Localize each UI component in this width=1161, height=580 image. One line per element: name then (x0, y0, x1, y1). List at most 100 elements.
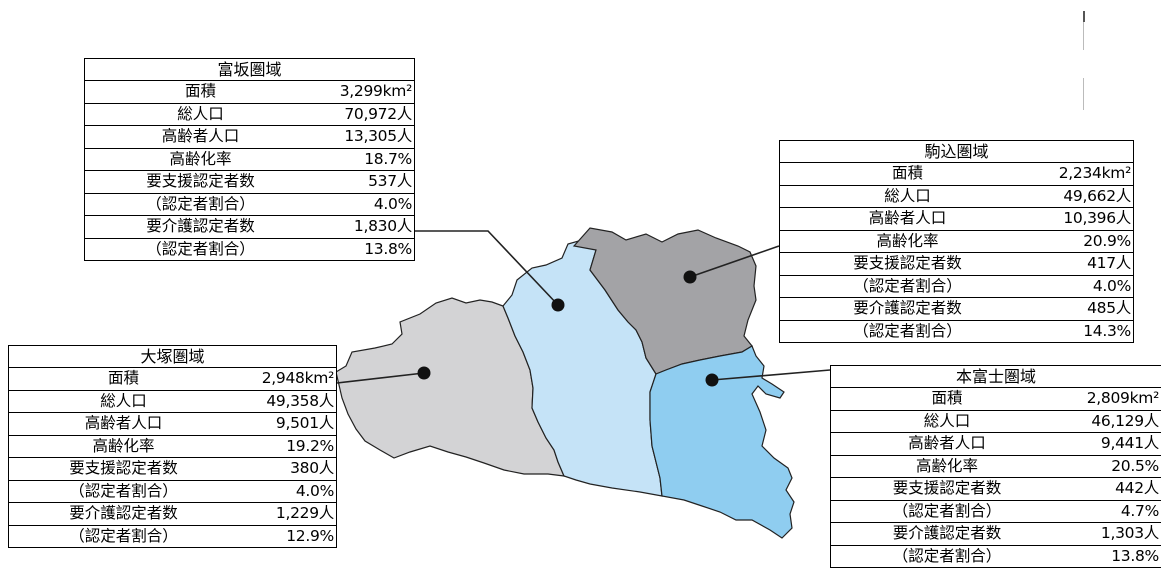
row-value: 2,234km² (1058, 164, 1132, 182)
table-row: 高齢者人口 9,501人 (9, 412, 336, 435)
table-row: 高齢化率 20.5% (831, 454, 1161, 478)
row-value: 20.5% (1111, 456, 1159, 475)
table-row: 面積 2,234km² (780, 163, 1133, 185)
row-value: 13.8% (1111, 546, 1159, 565)
table-row: 要支援認定者数 537人 (85, 170, 414, 193)
row-label: 要支援認定者数 (892, 479, 1002, 497)
row-value: 4.0% (1092, 276, 1131, 295)
row-value: 4.0% (295, 481, 334, 500)
region-komagome[interactable] (572, 227, 757, 375)
row-label: 総人口 (177, 104, 224, 123)
row-label: （認定者割合） (853, 321, 962, 340)
table-row: （認定者割合）4.0% (85, 192, 414, 216)
table-row: 総人口 49,662人 (780, 184, 1133, 208)
table-row: （認定者割合） 13.8% (85, 237, 414, 261)
row-label: 総人口 (923, 411, 971, 430)
row-label: 高齢者人口 (161, 127, 240, 145)
row-value: 2,948km² (261, 369, 335, 387)
marker-komagome (683, 270, 697, 284)
row-label: （認定者割合） (69, 481, 178, 500)
table-row: （認定者割合）4.7% (831, 499, 1161, 523)
row-label: 高齢者人口 (908, 434, 986, 452)
table-row: （認定者割合） 12.9% (9, 524, 336, 548)
row-value: 49,358人 (266, 391, 334, 410)
marker-otsuka (417, 366, 431, 380)
row-label: 面積 (931, 389, 963, 407)
row-value: 49,662人 (1063, 186, 1131, 205)
edge-line-lower (1083, 78, 1084, 110)
row-value: 1,229人 (275, 504, 334, 522)
table-row: 高齢化率 20.9% (780, 229, 1133, 253)
table-row: 高齢者人口 10,396人 (780, 207, 1133, 230)
row-value: 9,441人 (1100, 434, 1159, 452)
region-honfuji[interactable] (649, 345, 795, 539)
row-label: 要介護認定者数 (146, 217, 255, 235)
row-value: 13.8% (364, 239, 412, 258)
row-value: 442人 (1115, 479, 1159, 497)
row-label: 要支援認定者数 (853, 254, 962, 272)
row-label: 高齢化率 (169, 149, 232, 168)
table-row: 要介護認定者数 1,229人 (9, 502, 336, 525)
row-value: 1,303人 (1100, 524, 1159, 542)
row-value: 537人 (368, 172, 412, 190)
row-value: 9,501人 (275, 414, 334, 432)
row-label: 高齢化率 (876, 231, 939, 250)
table-row: 面積 2,809km² (831, 388, 1161, 410)
row-value: 2,809km² (1086, 389, 1160, 407)
row-value: 12.9% (286, 526, 334, 545)
row-label: 要介護認定者数 (69, 504, 178, 522)
row-value: 380人 (290, 459, 334, 477)
table-row: 高齢者人口 9,441人 (831, 432, 1161, 455)
region-title: 富坂圏域 (85, 59, 414, 81)
row-label: 要支援認定者数 (69, 459, 178, 477)
row-value: 3,299km² (339, 82, 413, 100)
region-title: 本富士圏域 (831, 366, 1161, 388)
row-label: 高齢化率 (915, 456, 978, 475)
table-row: （認定者割合）13.8% (831, 544, 1161, 568)
row-label: 面積 (107, 369, 139, 387)
row-value: 4.0% (373, 194, 412, 213)
table-row: （認定者割合） 4.0% (780, 274, 1133, 298)
region-title: 大塚圏域 (9, 346, 336, 368)
table-row: （認定者割合）14.3% (780, 319, 1133, 343)
row-label: 高齢者人口 (84, 414, 163, 432)
edge-line-upper (1083, 22, 1084, 50)
row-value: 1,830人 (353, 217, 412, 235)
table-row: 要支援認定者数 380人 (9, 457, 336, 480)
row-label: 面積 (891, 164, 923, 182)
row-value: 13,305人 (344, 127, 412, 145)
table-row: （認定者割合） 4.0% (9, 479, 336, 503)
row-value: 10,396人 (1063, 209, 1131, 227)
row-label: （認定者割合） (69, 526, 178, 545)
row-label: 総人口 (884, 186, 931, 205)
row-label: （認定者割合） (853, 276, 962, 295)
row-label: （認定者割合） (146, 239, 255, 258)
table-row: 要支援認定者数 442人 (831, 477, 1161, 500)
row-label: 高齢化率 (92, 436, 155, 455)
edge-tick-mark (1083, 11, 1085, 22)
table-row: 要介護認定者数 1,830人 (85, 215, 414, 238)
row-value: 19.2% (286, 436, 334, 455)
row-label: （認定者割合） (892, 501, 1002, 520)
row-value: 20.9% (1083, 231, 1131, 250)
table-row: 高齢者人口 13,305人 (85, 125, 414, 148)
table-row: 面積 2,948km² (9, 368, 336, 390)
row-label: 要支援認定者数 (146, 172, 255, 190)
leader-line-honfuji (711, 369, 831, 381)
row-label: 高齢者人口 (868, 209, 947, 227)
leader-line-tomisaka (413, 230, 559, 306)
row-label: 要介護認定者数 (853, 299, 962, 317)
table-row: 高齢化率 19.2% (9, 434, 336, 458)
